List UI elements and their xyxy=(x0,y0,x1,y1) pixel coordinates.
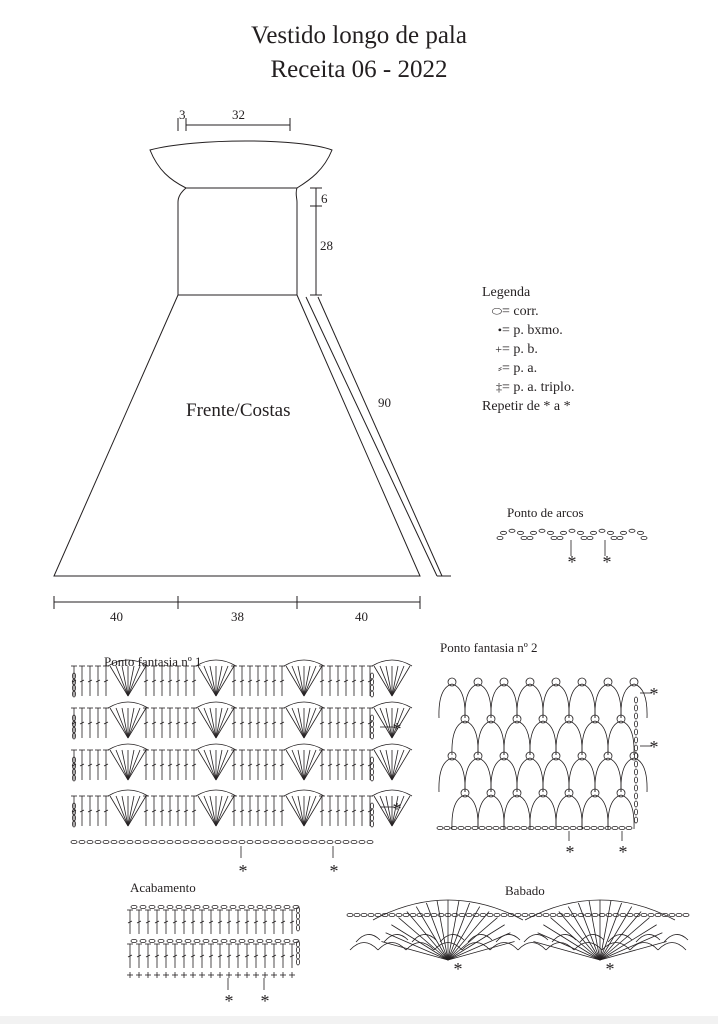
page-bottom-strip xyxy=(0,1016,718,1024)
acabamento-repeat-mark-2: * xyxy=(261,991,270,1011)
slip-stitch-icon: • xyxy=(497,323,502,337)
garment-label: Frente/Costas xyxy=(186,400,291,421)
fantasia1-repeat-mark-3: * xyxy=(239,861,248,881)
acabamento-chart xyxy=(127,905,300,990)
legend-item-tr: ‡= p. a. triplo. xyxy=(482,378,574,397)
page-subtitle: Receita 06 - 2022 xyxy=(270,56,448,83)
fantasia2-repeat-mark-2: * xyxy=(650,737,659,757)
babado-chart-title: Babado xyxy=(505,883,545,898)
skirt-length-measure: 90 xyxy=(378,395,391,410)
hem-right-measure: 40 xyxy=(355,609,368,624)
bodice-measure: 28 xyxy=(320,238,333,253)
fantasia1-repeat-mark-1: * xyxy=(393,719,402,739)
fantasia1-chart xyxy=(70,659,413,858)
arcos-chart-title: Ponto de arcos xyxy=(507,505,584,520)
fantasia2-chart xyxy=(436,677,652,841)
fantasia1-repeat-mark-2: * xyxy=(393,799,402,819)
hem-left-measure: 40 xyxy=(110,609,123,624)
fantasia1-repeat-mark-4: * xyxy=(330,861,339,881)
page-title: Vestido longo de pala xyxy=(251,22,467,49)
yoke-shape xyxy=(149,140,333,189)
fantasia2-repeat-mark-3: * xyxy=(566,842,575,862)
babado-repeat-mark-2: * xyxy=(606,959,615,979)
arcos-repeat-mark-left: * xyxy=(568,552,577,572)
chain-icon: ⬭ xyxy=(491,304,502,318)
legend-item-sc: += p. b. xyxy=(482,340,574,359)
bodice-shape xyxy=(177,187,298,296)
fantasia2-repeat-mark-1: * xyxy=(650,684,659,704)
babado-chart xyxy=(346,899,690,961)
hem-center-measure: 38 xyxy=(231,609,244,624)
legend-item-chain: ⬭= corr. xyxy=(482,302,574,321)
legend-repeat: Repetir de * a * xyxy=(482,399,571,414)
skirt-shape xyxy=(53,294,421,577)
legend-title: Legenda xyxy=(482,285,531,300)
acabamento-repeat-mark-1: * xyxy=(225,991,234,1011)
double-crochet-icon: ⸗ xyxy=(498,361,502,375)
triple-crochet-icon: ‡ xyxy=(496,380,502,394)
fantasia1-chart-title: Ponto fantasia nº 1 xyxy=(104,654,202,669)
arcos-chart xyxy=(496,528,648,556)
legend-item-slip: •= p. bxmo. xyxy=(482,321,574,340)
fantasia2-chart-title: Ponto fantasia nº 2 xyxy=(440,640,538,655)
babado-repeat-mark-1: * xyxy=(454,959,463,979)
arcos-repeat-mark-right: * xyxy=(603,552,612,572)
shoulder-measure: 3 xyxy=(179,107,186,122)
legend-item-dc: ⸗= p. a. xyxy=(482,359,574,378)
single-crochet-icon: + xyxy=(495,342,502,356)
armhole-measure: 6 xyxy=(321,191,328,206)
dress-schematic xyxy=(53,118,451,609)
fantasia2-repeat-mark-4: * xyxy=(619,842,628,862)
acabamento-chart-title: Acabamento xyxy=(130,880,196,895)
legend: Legenda ⬭= corr. •= p. bxmo. += p. b. ⸗=… xyxy=(482,283,574,416)
neck-measure: 32 xyxy=(232,107,245,122)
